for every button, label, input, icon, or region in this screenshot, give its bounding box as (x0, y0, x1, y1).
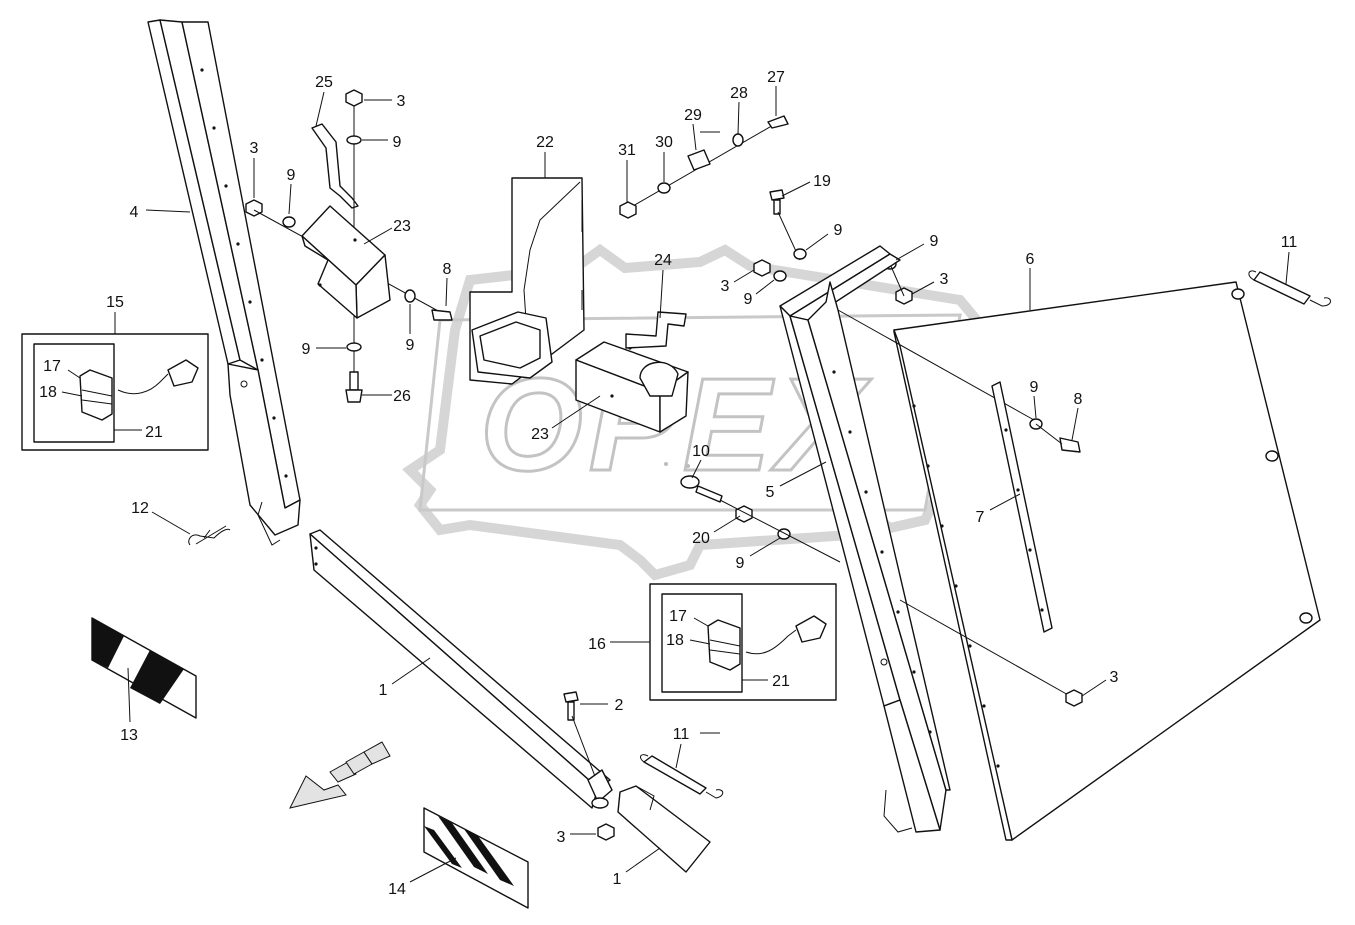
callout-13: 13 (120, 727, 138, 744)
callout-15: 15 (106, 294, 124, 311)
callout-3: 3 (1110, 669, 1119, 686)
callout-9: 9 (930, 233, 939, 250)
callout-19: 19 (813, 173, 831, 190)
callout-16: 16 (588, 636, 606, 653)
callout-8: 8 (443, 261, 452, 278)
callout-3: 3 (557, 829, 566, 846)
callout-21: 21 (145, 424, 163, 441)
part-23-upper-bracket (301, 205, 391, 319)
callout-3: 3 (397, 93, 406, 110)
callout-9: 9 (744, 291, 753, 308)
callout-24: 24 (654, 252, 672, 269)
callout-28: 28 (730, 85, 748, 102)
callout-5: 5 (766, 484, 775, 501)
part-25-bracket (311, 123, 359, 209)
callout-26: 26 (393, 388, 411, 405)
callout-9: 9 (406, 337, 415, 354)
callout-23: 23 (531, 426, 549, 443)
callout-1: 1 (613, 871, 622, 888)
callout-12: 12 (131, 500, 149, 517)
callout-21: 21 (772, 673, 790, 690)
part-12-clip (188, 525, 231, 546)
hardware-stack-top-center (619, 115, 789, 219)
callout-18: 18 (39, 384, 57, 401)
callout-1: 1 (379, 682, 388, 699)
part-22-center-box (469, 177, 585, 385)
callout-9: 9 (834, 222, 843, 239)
callout-22: 22 (536, 134, 554, 151)
hardware-stack-top-left (245, 89, 453, 403)
callout-9: 9 (1030, 379, 1039, 396)
callout-9: 9 (393, 134, 402, 151)
callout-7: 7 (976, 509, 985, 526)
part-11-upper-spring (1248, 270, 1331, 307)
callout-2: 2 (615, 697, 624, 714)
callout-9: 9 (736, 555, 745, 572)
callout-4: 4 (130, 204, 139, 221)
callout-31: 31 (618, 142, 636, 159)
part-7-strip (991, 381, 1053, 633)
part-1-lower-bar (309, 529, 611, 809)
part-23-lower-bracket (575, 341, 689, 433)
callout-6: 6 (1026, 251, 1035, 268)
callout-8: 8 (1074, 391, 1083, 408)
callout-17: 17 (669, 608, 687, 625)
box-16-lamp-assembly (649, 583, 837, 701)
part-10-eyebolt (664, 462, 841, 563)
callout-3: 3 (721, 278, 730, 295)
hardware-panel-bolt (1029, 418, 1083, 707)
callout-9: 9 (302, 341, 311, 358)
part-1-lower-stub (617, 785, 711, 873)
direction-arrow-decals (289, 741, 391, 809)
callout-25: 25 (315, 74, 333, 91)
part-24-small-bracket (625, 311, 687, 349)
callout-11: 11 (673, 726, 690, 743)
callout-30: 30 (655, 134, 673, 151)
callout-18: 18 (666, 632, 684, 649)
part-4-left-channel (147, 19, 301, 546)
callout-27: 27 (767, 69, 785, 86)
part-5-right-channel (779, 245, 951, 833)
part-14-warning-plate (423, 807, 529, 909)
callout-17: 17 (43, 358, 61, 375)
part-13-warning-plate (91, 617, 197, 719)
callout-14: 14 (388, 881, 406, 898)
callout-11: 11 (1281, 234, 1298, 251)
part-11-lower-spring (640, 754, 724, 799)
callout-20: 20 (692, 530, 710, 547)
callout-3: 3 (940, 271, 949, 288)
callout-23: 23 (393, 218, 411, 235)
leader-lines (61, 86, 1290, 883)
part-2-bolt (563, 691, 615, 841)
callout-29: 29 (684, 107, 702, 124)
callout-10: 10 (692, 443, 710, 460)
box-15-lamp-assembly (21, 333, 209, 451)
callout-9: 9 (287, 167, 296, 184)
callout-3: 3 (250, 140, 259, 157)
